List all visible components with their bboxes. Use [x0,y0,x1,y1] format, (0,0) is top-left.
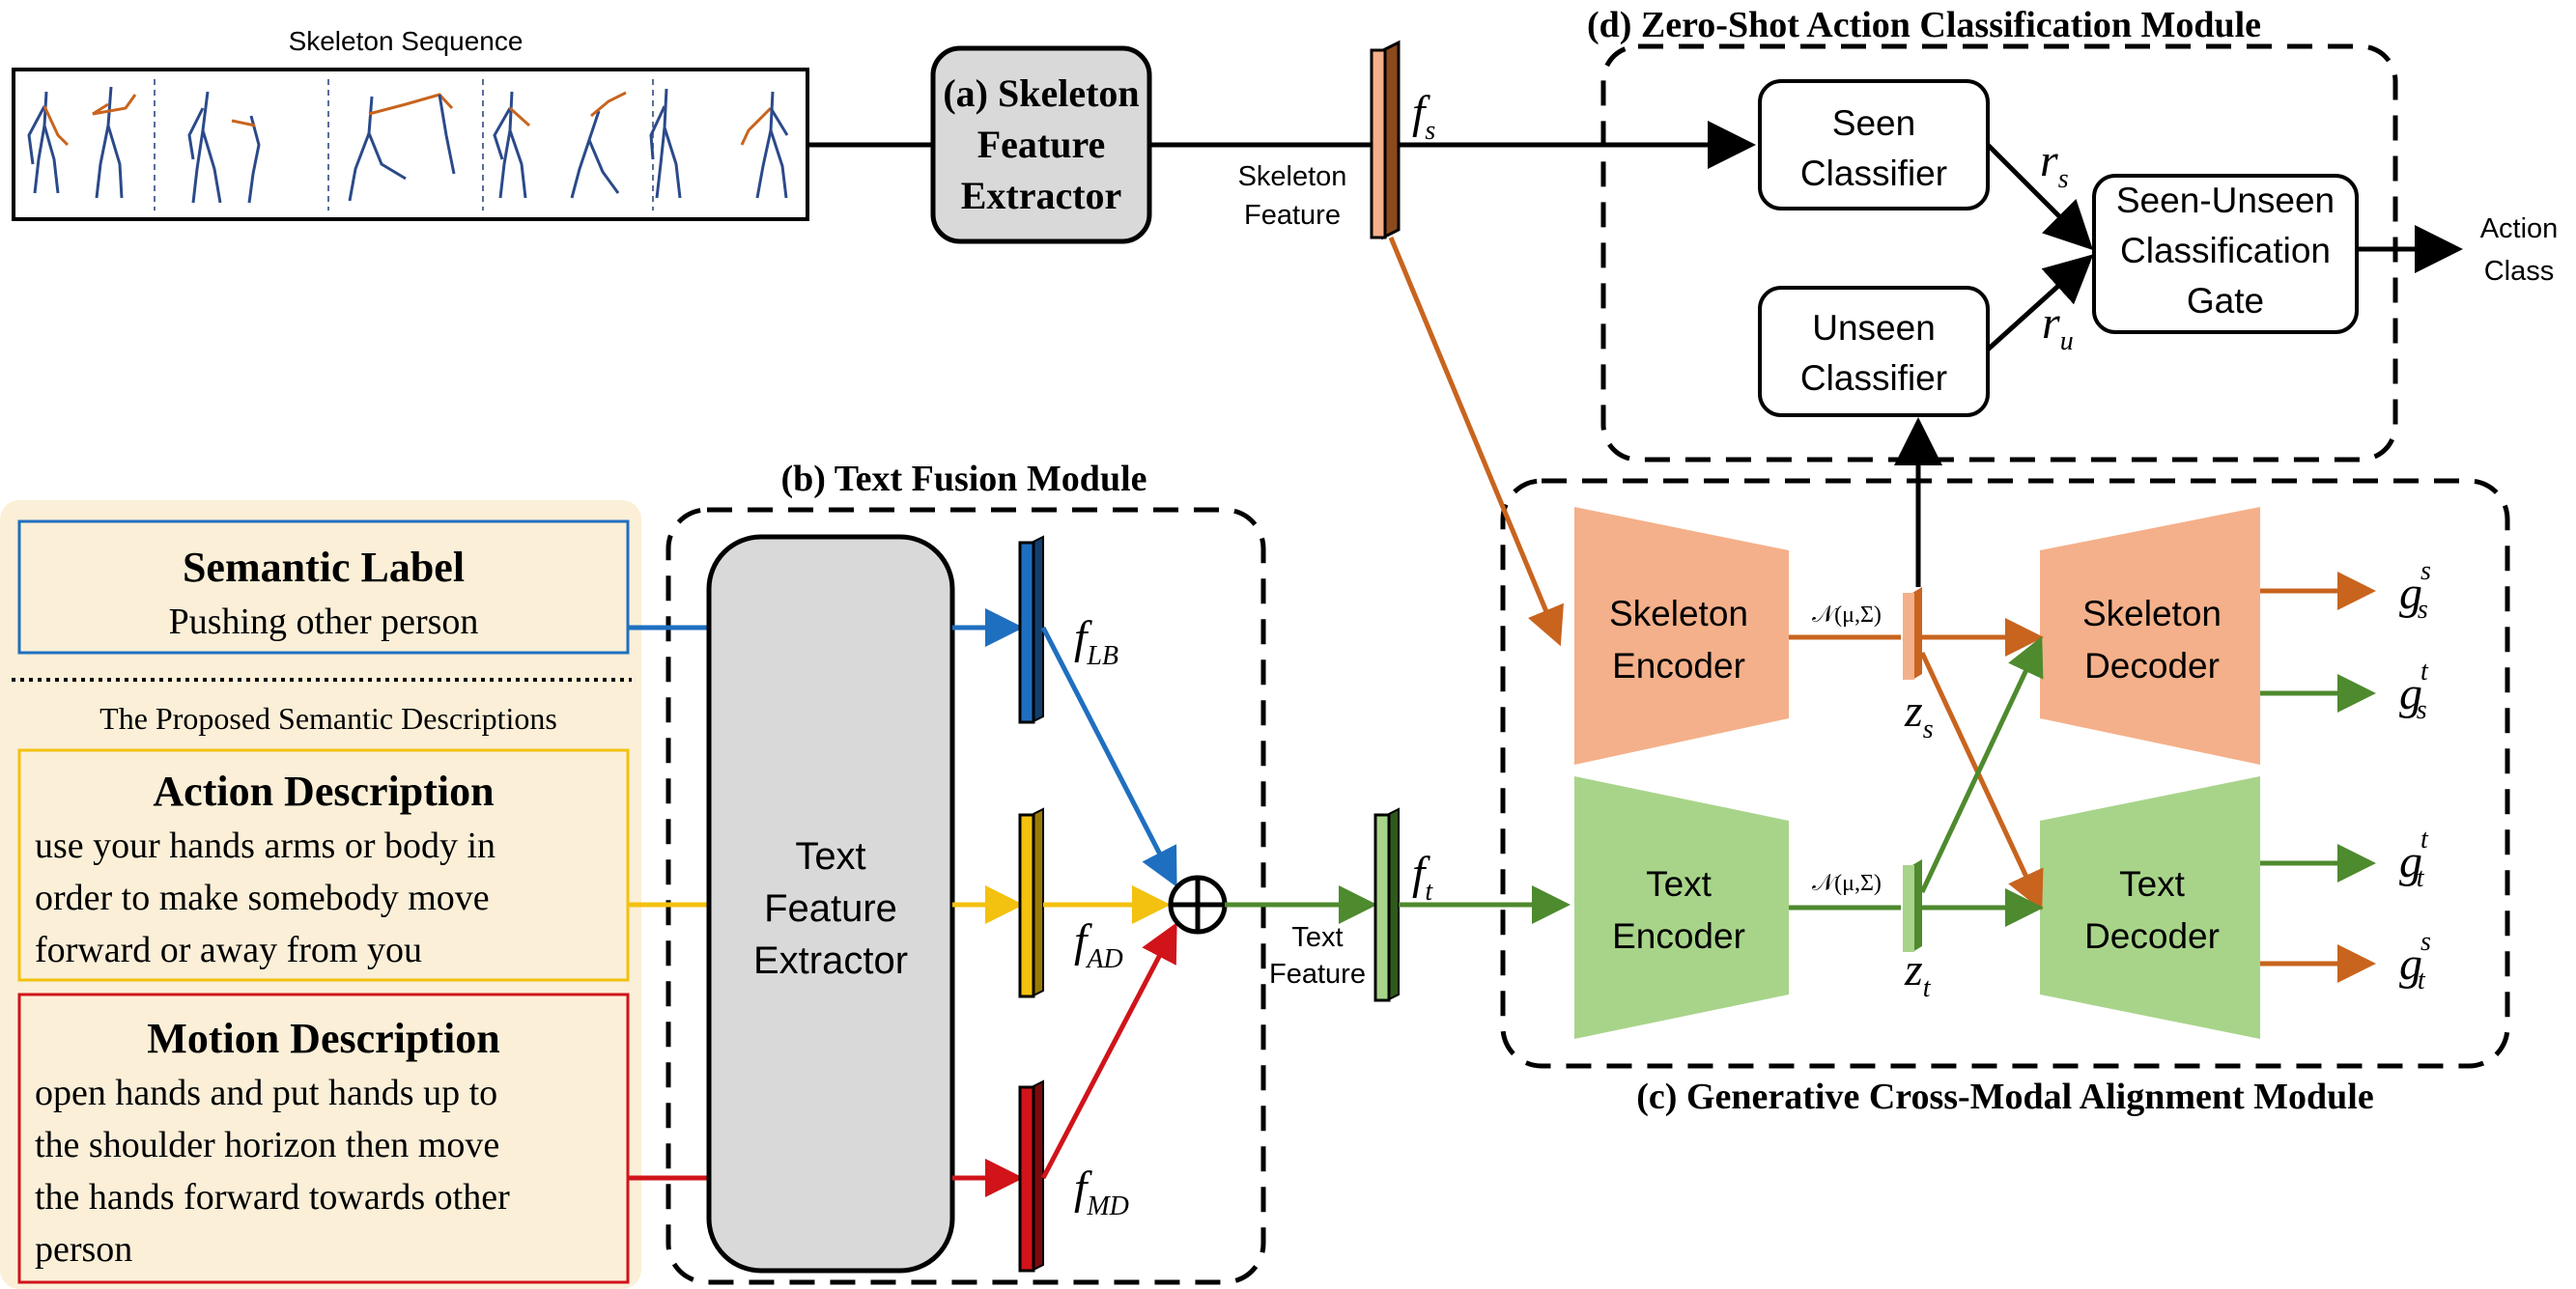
zt-symbol: zt [1904,944,1932,1003]
fad-bar [1018,807,1044,998]
arrow-unseen-to-gate [1986,254,2094,351]
gate-line1: Seen-Unseen [2116,181,2335,220]
skeleton-feature-label-line1: Skeleton [1238,161,1347,192]
module-b-border [665,507,1266,1285]
text-feature-bar [1373,807,1400,1002]
action-description-line1: use your hands arms or body in [35,826,495,866]
extractor-a-line1: (a) Skeleton [943,71,1139,115]
gate-line3: Gate [2187,281,2264,321]
skeleton-decoder-line1: Skeleton [2082,594,2222,633]
text-encoder-line1: Text [1646,864,1713,904]
text-extractor-line1: Text [795,835,865,878]
text-extractor-line2: Feature [764,887,897,930]
arrow-fs-to-skeleton-encoder [1388,237,1564,647]
text-encoder-line2: Encoder [1612,916,1745,956]
text-decoder-line1: Text [2119,864,2186,904]
semantic-label-title: Semantic Label [183,544,465,591]
skeleton-encoder-line2: Encoder [1612,646,1745,686]
fad-symbol: fAD [1074,915,1123,974]
seen-line2: Classifier [1800,154,1947,193]
arrow-fmd-to-fusion [1040,922,1177,1180]
action-description-line3: forward or away from you [35,930,422,970]
extractor-a-line2: Feature [977,123,1106,166]
fs-symbol: fs [1412,87,1435,146]
dist-label-skeleton: 𝒩(μ,Σ) [1812,602,1882,628]
output-line2: Class [2484,256,2555,287]
ru-symbol: ru [2042,297,2074,356]
module-c-title: (c) Generative Cross-Modal Alignment Mod… [1636,1077,2373,1117]
fmd-symbol: fMD [1074,1163,1129,1221]
arrow-flb-to-fusion [1040,626,1177,887]
skeleton-feature-extractor: (a) Skeleton Feature Extractor [930,45,1152,244]
flb-bar [1018,535,1044,724]
text-feature-label-line1: Text [1291,922,1343,953]
skeleton-encoder-line1: Skeleton [1609,594,1748,633]
module-d-border [1600,43,2398,462]
fusion-sum-icon [1168,875,1228,935]
zs-symbol: zs [1904,686,1934,744]
unseen-line2: Classifier [1800,358,1947,398]
flb-symbol: fLB [1074,612,1118,671]
dist-label-text: 𝒩(μ,Σ) [1812,871,1882,896]
text-decoder-line2: Decoder [2084,916,2220,956]
gate-line2: Classification [2120,231,2331,270]
text-encoder: Text Encoder [1574,776,1789,1039]
unseen-classifier: Unseen Classifier [1758,286,1990,417]
skeleton-sequence-strip [12,68,809,221]
arrow-zt-to-skeleton-decoder [1919,635,2044,894]
output-line1: Action [2480,213,2559,244]
skeleton-decoder: Skeleton Decoder [2040,507,2260,765]
text-feature-extractor: Text Feature Extractor [706,534,955,1274]
action-description-title: Action Description [153,768,494,815]
motion-description-title: Motion Description [147,1015,499,1062]
text-extractor-line3: Extractor [753,939,908,982]
arrow-zs-to-text-decoder [1919,651,2044,911]
skeleton-figure-icon [27,86,789,204]
motion-description-box: Motion Description open hands and put ha… [17,993,630,1284]
skeleton-sequence-label: Skeleton Sequence [289,26,524,56]
motion-description-line2: the shoulder horizon then move [35,1125,499,1165]
fmd-bar [1018,1079,1044,1273]
skeleton-encoder: Skeleton Encoder [1574,507,1789,765]
seen-unseen-gate: Seen-Unseen Classification Gate [2092,174,2359,334]
latent-zt-bar [1903,859,1922,952]
proposed-descriptions-caption: The Proposed Semantic Descriptions [99,701,557,736]
unseen-line1: Unseen [1812,308,1936,348]
latent-zs-bar [1903,587,1922,680]
motion-description-line3: the hands forward towards other [35,1177,510,1218]
rs-symbol: rs [2040,135,2069,194]
skeleton-feature-label-line2: Feature [1244,200,1341,231]
module-c-border [1500,478,2510,1069]
action-description-line2: order to make somebody move [35,878,490,918]
action-description-box: Action Description use your hands arms o… [17,748,630,982]
skeleton-feature-bar [1370,40,1401,240]
skeleton-decoder-line2: Decoder [2084,646,2220,686]
module-b-title: (b) Text Fusion Module [780,459,1146,499]
motion-description-line1: open hands and put hands up to [35,1073,497,1113]
seen-line1: Seen [1832,103,1915,143]
seen-classifier: Seen Classifier [1758,79,1990,210]
arrow-seen-to-gate [1986,143,2094,251]
text-feature-label-line2: Feature [1269,959,1366,990]
motion-description-line4: person [35,1229,132,1270]
semantic-label-text: Pushing other person [169,602,479,642]
text-decoder: Text Decoder [2040,776,2260,1039]
module-d-title: (d) Zero-Shot Action Classification Modu… [1587,5,2261,45]
ft-symbol: ft [1412,848,1433,907]
input-descriptions-background [0,500,641,1289]
extractor-a-line3: Extractor [961,174,1122,217]
semantic-label-box: Semantic Label Pushing other person [17,519,630,655]
